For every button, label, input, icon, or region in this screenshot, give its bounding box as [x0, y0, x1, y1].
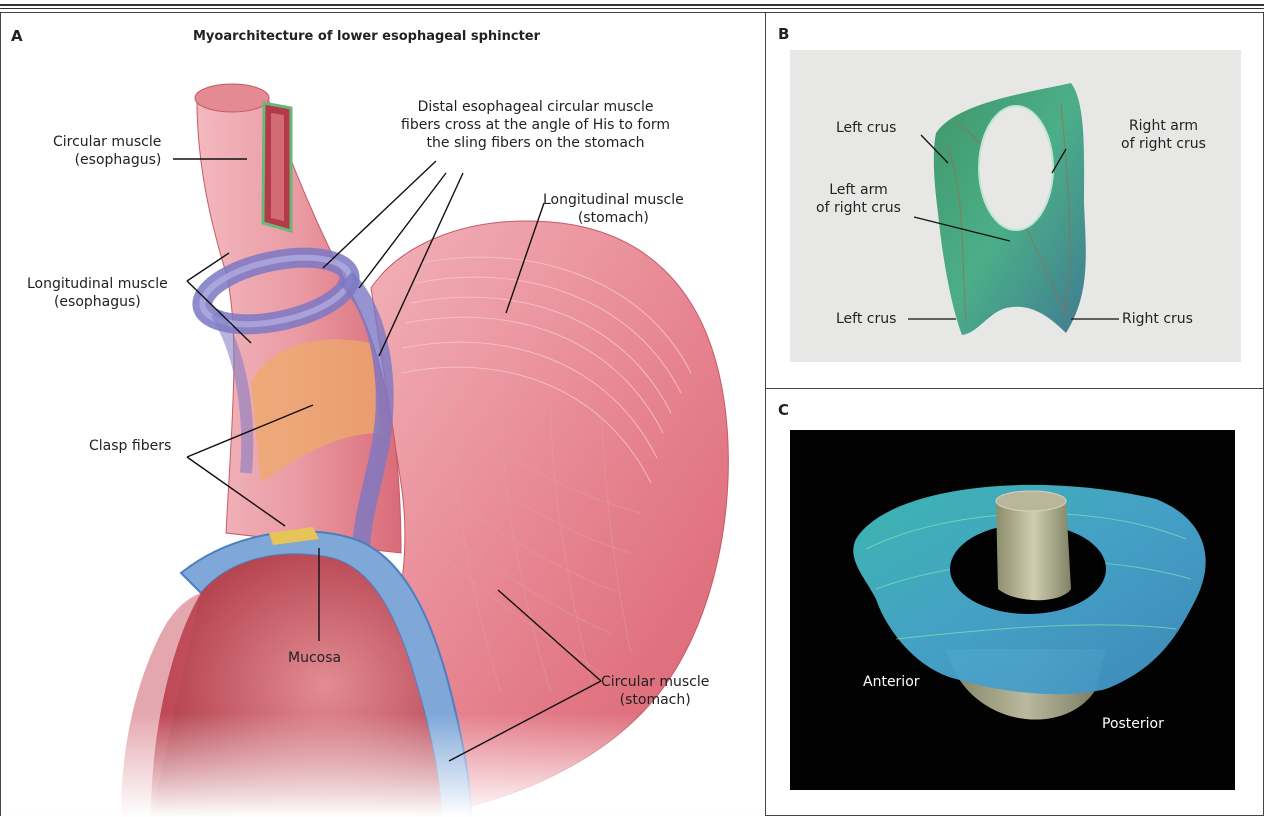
label-longitudinal-muscle-esophagus-text: Longitudinal muscle (esophagus): [27, 275, 168, 311]
esophagus-opening: [195, 84, 269, 112]
label-anterior: Anterior: [863, 673, 920, 691]
top-rule-thin: [0, 8, 1264, 9]
panel-b: B: [765, 12, 1264, 389]
label-right-crus: Right crus: [1122, 310, 1193, 328]
label-left-arm-of-right-crus: Left arm of right crus: [816, 181, 901, 217]
top-rule: [0, 4, 1264, 6]
label-circular-muscle-esophagus-text: Circular muscle (esophagus): [53, 133, 161, 169]
label-longitudinal-muscle-stomach: Longitudinal muscle (stomach): [543, 191, 684, 227]
label-circular-muscle-stomach-text: Circular muscle (stomach): [601, 673, 709, 709]
tube-upper: [996, 501, 1071, 600]
label-sling-note: Distal esophageal circular muscle fibers…: [401, 98, 670, 152]
esophageal-hiatus: [979, 106, 1053, 230]
label-left-crus-top: Left crus: [836, 119, 896, 137]
label-longitudinal-muscle-stomach-text: Longitudinal muscle (stomach): [543, 191, 684, 227]
label-left-crus-bottom: Left crus: [836, 310, 896, 328]
label-mucosa: Mucosa: [288, 649, 341, 667]
label-longitudinal-muscle-esophagus: Longitudinal muscle (esophagus): [27, 275, 168, 311]
hiatus-3d-tractography: [766, 389, 1264, 817]
label-right-arm-of-right-crus-text: Right arm of right crus: [1121, 117, 1206, 153]
label-circular-muscle-stomach: Circular muscle (stomach): [601, 673, 709, 709]
label-right-arm-of-right-crus: Right arm of right crus: [1121, 117, 1206, 153]
label-clasp-fibers: Clasp fibers: [89, 437, 171, 455]
label-sling-note-text: Distal esophageal circular muscle fibers…: [401, 98, 670, 152]
panel-a: A Myoarchitecture of lower esophageal sp…: [0, 12, 766, 816]
label-circular-muscle-esophagus: Circular muscle (esophagus): [53, 133, 161, 169]
label-left-arm-of-right-crus-text: Left arm of right crus: [816, 181, 901, 217]
label-posterior: Posterior: [1102, 715, 1164, 733]
panel-c: C: [765, 388, 1264, 816]
